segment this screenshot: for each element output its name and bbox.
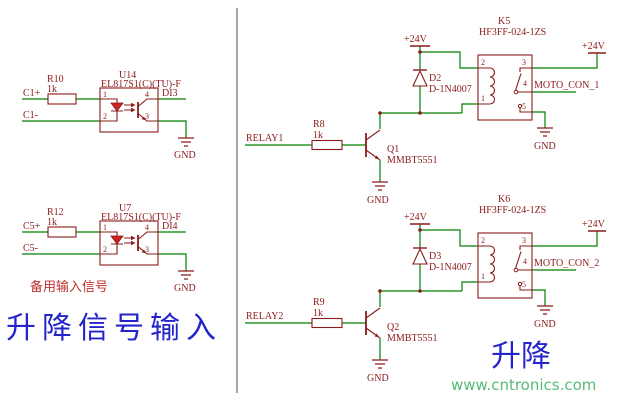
pin-number: 3 bbox=[145, 112, 149, 121]
diode-part-number: D-1N4007 bbox=[429, 262, 472, 273]
pin-number: 4 bbox=[145, 90, 149, 99]
net-label: C5+ bbox=[23, 221, 41, 232]
component-designator: U14 bbox=[119, 70, 136, 81]
net-label: RELAY2 bbox=[246, 311, 283, 322]
power-label: +24V bbox=[404, 34, 428, 45]
pin-number: 4 bbox=[145, 223, 149, 232]
net-label: MOTO_CON_2 bbox=[534, 258, 599, 269]
pin-number: 1 bbox=[481, 94, 485, 103]
gnd-label: GND bbox=[367, 195, 389, 206]
resistor-designator: R12 bbox=[47, 207, 64, 218]
pin-number: 5 bbox=[522, 102, 526, 111]
net-label: DI4 bbox=[162, 221, 178, 232]
relay2-graphics bbox=[244, 223, 607, 369]
transistor-part-number: MMBT5551 bbox=[387, 155, 438, 166]
relay-circuit-2: RELAY2 R9 1k Q2 MMBT5551 D3 D-1N4007 +24… bbox=[244, 194, 607, 384]
gnd-label: GND bbox=[174, 283, 196, 294]
opto-circuit-2: C5+ C5- R12 1k U7 EL817S1(C)(TU)-F 1 2 4… bbox=[21, 203, 196, 294]
component-part-number: EL817S1(C)(TU)-F bbox=[101, 212, 181, 223]
pin-number: 1 bbox=[103, 90, 107, 99]
pin-number: 3 bbox=[522, 58, 526, 67]
lift-title: 升降 bbox=[491, 339, 551, 374]
power-label: +24V bbox=[582, 219, 606, 230]
diode-designator: D3 bbox=[429, 251, 441, 262]
component-designator: U7 bbox=[119, 203, 131, 214]
pin-number: 2 bbox=[481, 236, 485, 245]
net-label: DI3 bbox=[162, 88, 178, 99]
relay-circuit-1: RELAY1 R8 1k Q1 MMBT5551 D2 D-1N4007 +24… bbox=[244, 16, 607, 206]
pin-number: 2 bbox=[103, 245, 107, 254]
relay-designator: K5 bbox=[498, 16, 510, 27]
net-label: C1- bbox=[23, 110, 38, 121]
pin-number: 5 bbox=[522, 280, 526, 289]
pin-number: 3 bbox=[145, 245, 149, 254]
pin-number: 1 bbox=[481, 272, 485, 281]
net-label: RELAY1 bbox=[246, 133, 283, 144]
gnd-label: GND bbox=[367, 373, 389, 384]
backup-signal-note: 备用输入信号 bbox=[30, 279, 108, 295]
diode-part-number: D-1N4007 bbox=[429, 84, 472, 95]
pin-number: 2 bbox=[103, 112, 107, 121]
resistor-designator: R9 bbox=[313, 297, 325, 308]
transistor-designator: Q1 bbox=[387, 144, 399, 155]
diode-designator: D2 bbox=[429, 73, 441, 84]
resistor-value: 1k bbox=[47, 84, 57, 95]
gnd-label: GND bbox=[174, 150, 196, 161]
relay-designator: K6 bbox=[498, 194, 510, 205]
relay-part-number: HF3FF-024-1ZS bbox=[479, 27, 546, 38]
resistor-value: 1k bbox=[47, 217, 57, 228]
pin-number: 4 bbox=[523, 79, 527, 88]
component-part-number: EL817S1(C)(TU)-F bbox=[101, 79, 181, 90]
gnd-label: GND bbox=[534, 141, 556, 152]
net-label: MOTO_CON_1 bbox=[534, 80, 599, 91]
transistor-designator: Q2 bbox=[387, 322, 399, 333]
resistor-value: 1k bbox=[313, 130, 323, 141]
resistor-designator: R8 bbox=[313, 119, 325, 130]
resistor-value: 1k bbox=[313, 308, 323, 319]
relay-part-number: HF3FF-024-1ZS bbox=[479, 205, 546, 216]
pin-number: 2 bbox=[481, 58, 485, 67]
lift-signal-input-title: 升降信号输入 bbox=[6, 311, 222, 346]
power-label: +24V bbox=[404, 212, 428, 223]
net-label: C1+ bbox=[23, 88, 41, 99]
pin-number: 4 bbox=[523, 257, 527, 266]
transistor-part-number: MMBT5551 bbox=[387, 333, 438, 344]
opto-circuit-1: C1+ C1- R10 1k U14 EL817S1(C)(TU)-F 1 2 … bbox=[21, 70, 196, 161]
pin-number: 1 bbox=[103, 223, 107, 232]
relay1-graphics bbox=[244, 45, 607, 191]
pin-number: 3 bbox=[522, 236, 526, 245]
gnd-label: GND bbox=[534, 319, 556, 330]
net-label: C5- bbox=[23, 243, 38, 254]
resistor-designator: R10 bbox=[47, 74, 64, 85]
power-label: +24V bbox=[582, 41, 606, 52]
watermark-text: www.cntronics.com bbox=[451, 376, 596, 394]
